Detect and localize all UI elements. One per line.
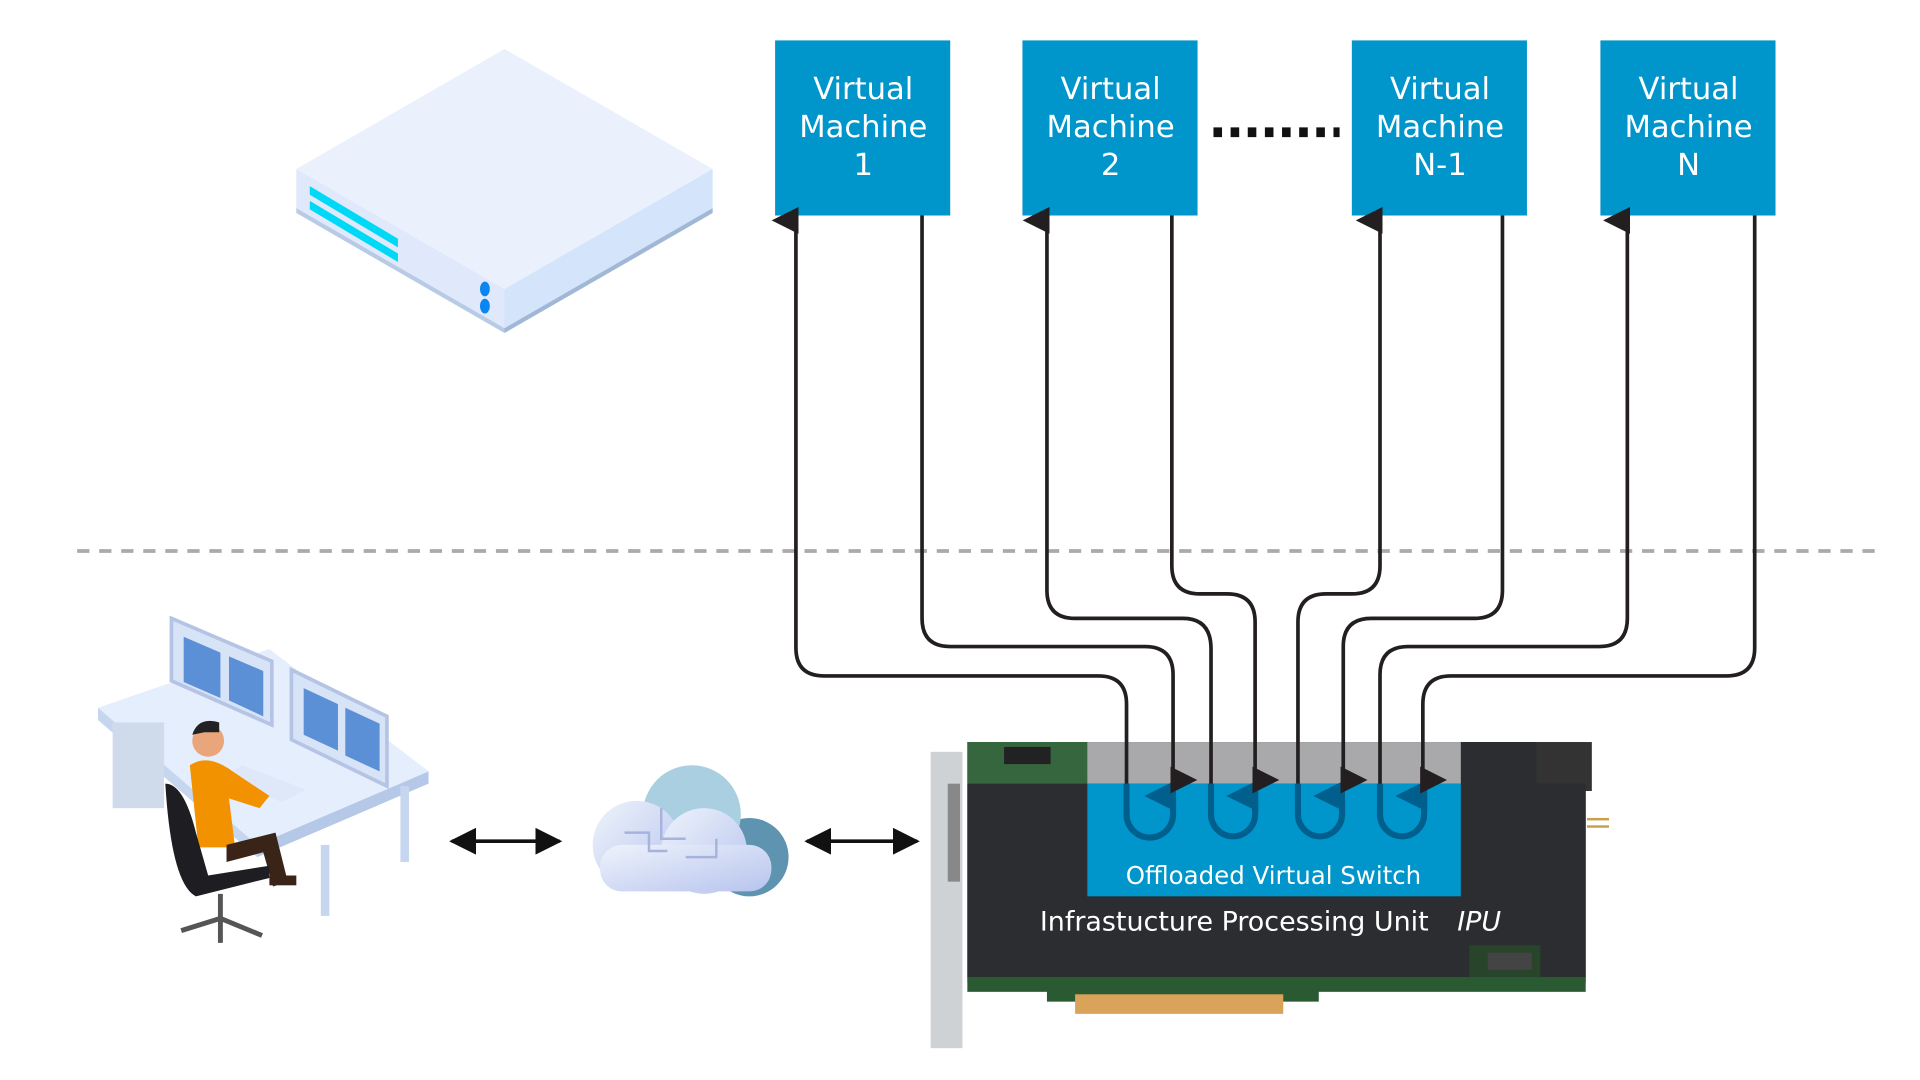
vm-label-line2: Machine [799,110,927,145]
vm-box-n: Virtual Machine N [1600,40,1776,216]
vm-label-line1: Virtual [1061,72,1161,107]
vmn1-ingress-arrow [1296,206,1383,784]
vm1-ingress-arrow [771,206,1129,784]
card-label: Infrastucture Processing Unit [1040,907,1429,938]
vm-label-line1: Virtual [813,72,913,107]
workstation-user-icon [97,615,429,943]
vm-label-line1: Virtual [1639,72,1739,107]
vm-label-line2: Machine [1047,110,1175,145]
vm-label-line3: 1 [854,148,873,183]
vm-box-1: Virtual Machine 1 [775,40,951,216]
switch-label: Offloaded Virtual Switch [1126,861,1421,890]
vm-box-2: Virtual Machine 2 [1022,40,1198,216]
vm-box-n-1: Virtual Machine N-1 [1351,40,1527,216]
vm2-egress-arrow [1170,215,1280,794]
vm-label-line3: N-1 [1413,148,1466,183]
server-icon [296,48,713,334]
vm-label-line2: Machine [1625,110,1753,145]
cloud-network-icon [592,765,789,897]
vm-connector-arrows [771,206,1757,794]
vm1-egress-arrow [920,215,1198,794]
vm-label-line2: Machine [1376,110,1504,145]
ipu-card-icon: Offloaded Virtual Switch Infrastucture P… [930,742,1609,1049]
vmn1-egress-arrow [1340,215,1505,794]
vmn-egress-arrow [1420,215,1757,794]
vm-label-line1: Virtual [1390,72,1490,107]
card-label-ipu: IPU [1457,907,1501,938]
switch-loop-arrows [1123,780,1428,841]
vm2-ingress-arrow [1022,206,1213,784]
vmn-ingress-arrow [1378,206,1631,784]
vm-label-line3: 2 [1101,148,1120,183]
vm-label-line3: N [1677,148,1700,183]
